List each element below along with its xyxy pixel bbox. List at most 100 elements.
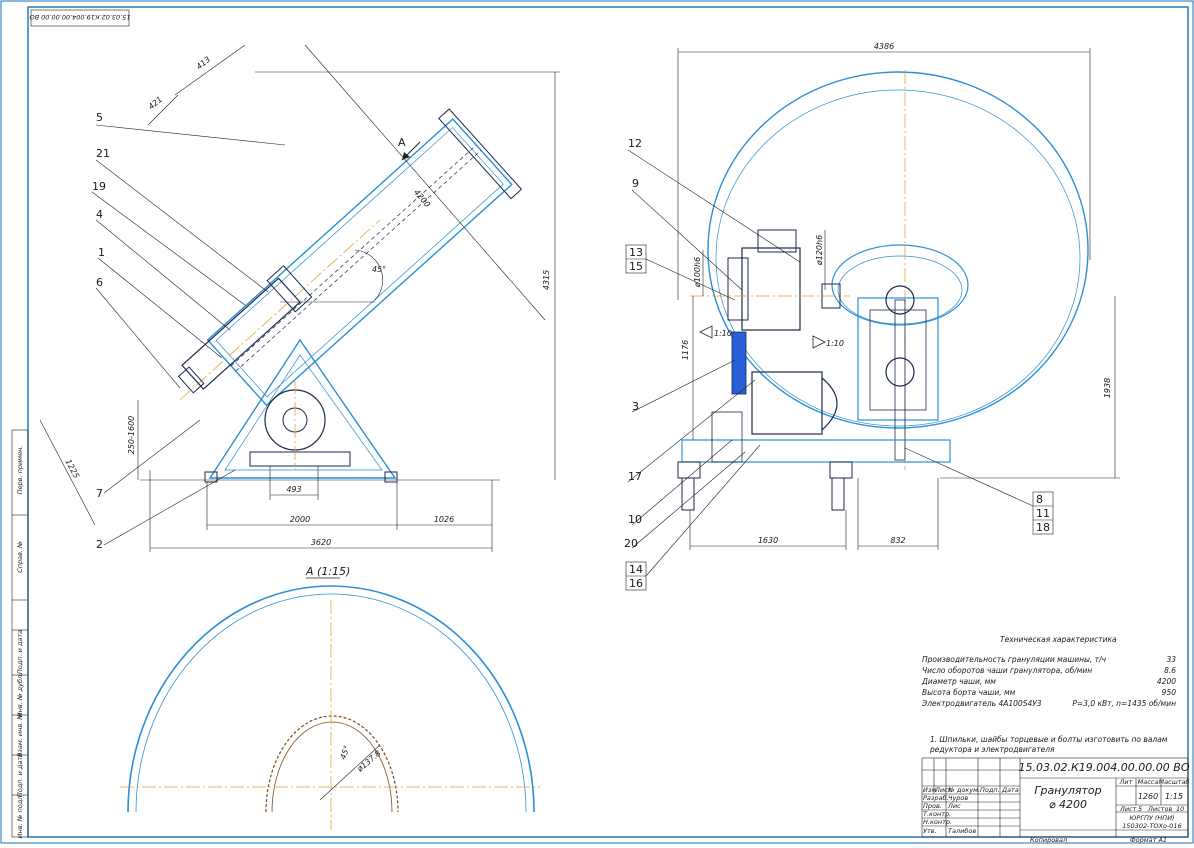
pos-12: 12 bbox=[628, 137, 642, 150]
mass-value: 1260 bbox=[1138, 792, 1158, 801]
dim-2000: 2000 bbox=[290, 515, 310, 524]
spec-row-4-value: P=3,0 кВт, n=1435 об/мин bbox=[1072, 699, 1176, 708]
pos-7: 7 bbox=[96, 487, 103, 500]
role-4: Утв. bbox=[923, 827, 937, 835]
dim-hole2: ø120h6 bbox=[815, 235, 824, 266]
pos-20: 20 bbox=[624, 537, 638, 550]
dim-493: 493 bbox=[286, 485, 301, 494]
strip-label-6: Подп. и дата bbox=[16, 753, 24, 797]
pos-5: 5 bbox=[96, 111, 103, 124]
pos-17: 17 bbox=[628, 470, 642, 483]
dim-421: 421 bbox=[147, 95, 164, 112]
pos-21: 21 bbox=[96, 147, 110, 160]
org-line-1: ЮРГПУ (НПИ) bbox=[1129, 814, 1174, 822]
pan-outer bbox=[707, 71, 1089, 429]
section-label: A (1:15) bbox=[305, 565, 350, 578]
title-block: 15.03.02.К19.004.00.00.00 ВО Гранулятор … bbox=[921, 757, 1190, 844]
spec-row-4-label: Электродвигатель 4А100S4У3 bbox=[921, 699, 1042, 708]
copied-label: Копировал bbox=[1030, 836, 1067, 844]
role-1: Пров. bbox=[923, 802, 942, 810]
note-line-2: редуктора и электродвигателя bbox=[929, 745, 1055, 754]
dim-45: 45° bbox=[372, 265, 386, 274]
role-3: Н.контр. bbox=[923, 818, 952, 826]
tech-spec: Техническая характеристика Производитель… bbox=[921, 635, 1176, 754]
pos-16: 16 bbox=[629, 577, 643, 590]
sheets-label: Листов bbox=[1147, 805, 1172, 813]
col-lit: Лит bbox=[1119, 778, 1133, 786]
left-leaders: 5 21 19 4 1 6 7 2 bbox=[91, 111, 286, 551]
pos-19: 19 bbox=[92, 180, 106, 193]
pos-8: 8 bbox=[1036, 493, 1043, 506]
row-label-4: Дата bbox=[1001, 786, 1019, 794]
title-name-2: ⌀ 4200 bbox=[1049, 798, 1087, 811]
dim-1176: 1176 bbox=[681, 340, 690, 360]
name-0: Чуров bbox=[948, 794, 968, 802]
dim-1026: 1026 bbox=[434, 515, 454, 524]
spec-row-2-label: Диаметр чаши, мм bbox=[921, 677, 996, 686]
drive-housing bbox=[177, 265, 313, 394]
sheet-num: 5 bbox=[1138, 805, 1142, 813]
gearbox bbox=[741, 247, 801, 331]
inner-frame bbox=[27, 6, 1189, 838]
name-1: Лис bbox=[947, 802, 961, 810]
base-frame bbox=[208, 338, 397, 479]
dim-1225: 1225 bbox=[63, 458, 81, 480]
row-label-3: Подп. bbox=[980, 786, 1000, 794]
pos-1: 1 bbox=[98, 246, 105, 259]
strip-label-5: Взам. инв. № bbox=[16, 713, 24, 757]
pos-4: 4 bbox=[96, 208, 103, 221]
strip-label-2: Справ. № bbox=[16, 541, 24, 573]
dim-1938: 1938 bbox=[1103, 378, 1112, 398]
spec-row-1-label: Число оборотов чаши гранулятора, об/мин bbox=[922, 666, 1092, 675]
row-label-1: Лист bbox=[934, 786, 952, 794]
pos-15: 15 bbox=[629, 260, 643, 273]
pos-14: 14 bbox=[629, 563, 643, 576]
right-leaders: 12 9 13 15 3 17 10 20 14 16 8 11 bbox=[624, 137, 1054, 591]
corner-code-box: 15.03.02.К19.004.00.00.00 ВО bbox=[29, 9, 131, 27]
pos-10: 10 bbox=[628, 513, 642, 526]
section-view: A (1:15) ø137.8 45° bbox=[120, 565, 540, 830]
dim-1630: 1630 bbox=[758, 536, 778, 545]
strip-label-7: Инв. № подл. bbox=[16, 794, 24, 839]
left-view: 3620 2000 1026 493 4315 4200 1225 250-16… bbox=[39, 44, 560, 552]
format-label: Формат А1 bbox=[1130, 836, 1167, 844]
spec-row-0-value: 33 bbox=[1166, 655, 1176, 664]
dim-4315: 4315 bbox=[542, 270, 551, 290]
spec-row-3-value: 950 bbox=[1162, 688, 1177, 697]
pan-body bbox=[206, 108, 523, 407]
pos-18: 18 bbox=[1036, 521, 1050, 534]
org-line-2: 150302-ТОХо-016 bbox=[1122, 822, 1181, 830]
pos-6: 6 bbox=[96, 276, 103, 289]
dim-45s: 45° bbox=[338, 744, 351, 760]
scale-value: 1:15 bbox=[1165, 792, 1183, 801]
right-view: 4386 1630 832 1938 1176 ø100h6 ø120h6 1:… bbox=[624, 42, 1120, 591]
pos-13: 13 bbox=[629, 246, 643, 259]
spec-row-0-label: Производительность грануляции машины, т/… bbox=[922, 655, 1107, 664]
sheet-label: Лист bbox=[1119, 805, 1137, 813]
pos-3: 3 bbox=[632, 400, 639, 413]
title-code: 15.03.02.К19.004.00.00.00 ВО bbox=[1019, 761, 1190, 774]
spec-row-2-value: 4200 bbox=[1157, 677, 1176, 686]
support-frame bbox=[857, 297, 939, 421]
role-2: Т.контр. bbox=[923, 810, 951, 818]
col-mass: Масса bbox=[1138, 778, 1159, 786]
dim-1378: ø137.8 bbox=[355, 749, 383, 774]
row-label-0: Изм bbox=[923, 786, 936, 794]
title-name-1: Гранулятор bbox=[1034, 784, 1101, 797]
dim-413: 413 bbox=[195, 55, 212, 72]
pos-2: 2 bbox=[96, 538, 103, 551]
role-0: Разраб. bbox=[923, 794, 949, 802]
note-line-1: 1. Шпильки, шайбы торцевые и болты изгот… bbox=[930, 735, 1168, 744]
tol-1: 1:10 bbox=[714, 329, 732, 338]
spec-heading: Техническая характеристика bbox=[1000, 635, 1117, 644]
name-4: Талибов bbox=[948, 827, 976, 835]
dim-832: 832 bbox=[890, 536, 905, 545]
strip-label-4: Инв. № дубл. bbox=[16, 673, 24, 717]
view-label-a: A bbox=[398, 136, 406, 149]
pos-9: 9 bbox=[632, 177, 639, 190]
motor-right bbox=[751, 371, 823, 435]
spec-row-3-label: Высота борта чаши, мм bbox=[922, 688, 1016, 697]
strip-label-3: Подп. и дата bbox=[16, 630, 24, 674]
